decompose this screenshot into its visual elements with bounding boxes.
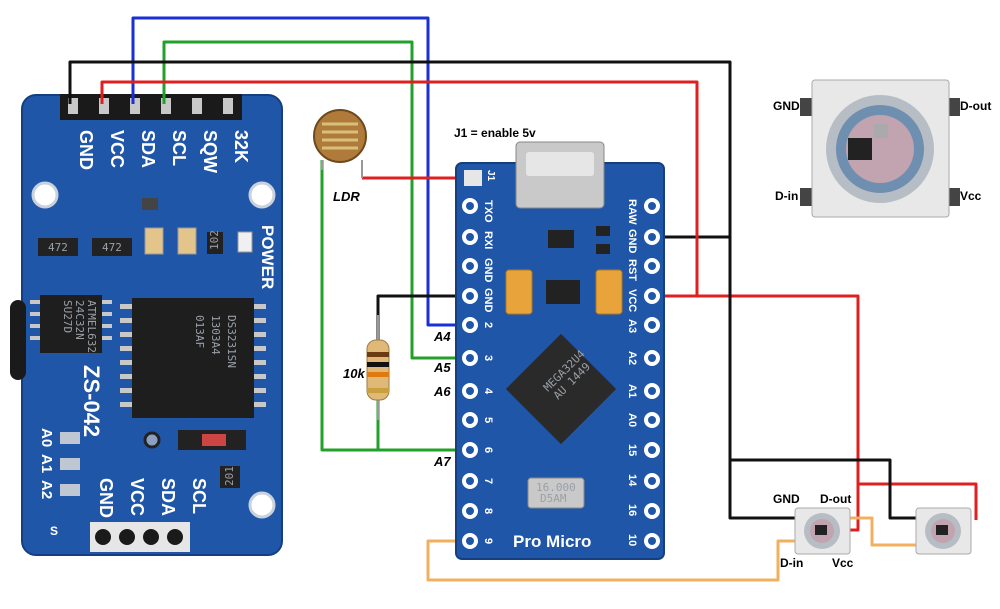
rtc-ds3231-chip: DS3231SN 1303A4 013AF bbox=[120, 298, 266, 418]
ds3231-line-3: 013AF bbox=[193, 315, 206, 348]
pm-left-pin-5: 5 bbox=[482, 417, 494, 423]
pm-left-pin-txo: TXO bbox=[482, 200, 494, 223]
label-a4: A4 bbox=[433, 329, 451, 344]
pm-left-pin-3: 3 bbox=[482, 355, 494, 361]
pro-micro-name: Pro Micro bbox=[513, 532, 591, 551]
ws-big-gnd: GND bbox=[773, 99, 800, 113]
pm-left-pin-9: 9 bbox=[482, 538, 494, 544]
pro-micro-crystal: 16.000 D5AM bbox=[527, 477, 585, 509]
wire-data-orange bbox=[426, 539, 795, 582]
rtc-resistor-code-1: 472 bbox=[48, 241, 68, 254]
rtc-pin-sqw: SQW bbox=[200, 130, 220, 173]
ds3231-line-1: DS3231SN bbox=[225, 315, 238, 368]
pro-micro-j1: J1 bbox=[485, 170, 496, 182]
eeprom-line-3: SU27D bbox=[61, 300, 74, 333]
wire-vcc-red-small bbox=[858, 482, 978, 520]
ws-small-gnd: GND bbox=[773, 492, 800, 506]
ws-big-vcc: Vcc bbox=[960, 189, 982, 203]
pm-right-pin-a2: A2 bbox=[626, 351, 638, 365]
rtc-resistor-code-3: 102 bbox=[208, 230, 221, 250]
wire-sda-blue bbox=[131, 16, 470, 327]
jumper-note: J1 = enable 5v bbox=[454, 126, 536, 140]
ws-small-dout: D-out bbox=[820, 492, 851, 506]
pm-right-pin-raw: RAW bbox=[626, 199, 638, 225]
rtc-bottom-pin-sda: SDA bbox=[158, 478, 178, 516]
pm-right-pin-15: 15 bbox=[626, 444, 638, 456]
rtc-pin-scl: SCL bbox=[169, 130, 189, 166]
rtc-resistor-code-2: 472 bbox=[102, 241, 122, 254]
rtc-pin-sda: SDA bbox=[138, 130, 158, 168]
pm-left-pin-4: 4 bbox=[482, 388, 494, 395]
pm-left-pin-2: 2 bbox=[482, 322, 494, 328]
rtc-bottom-pin-gnd: GND bbox=[96, 478, 116, 518]
pm-left-pin-8: 8 bbox=[482, 508, 494, 514]
eeprom-line-2: 24C32N bbox=[73, 300, 86, 340]
rtc-s-label: S bbox=[50, 524, 58, 538]
pm-right-pin-10: 10 bbox=[626, 534, 638, 546]
wire-ldr-a7 bbox=[320, 160, 470, 452]
label-a5: A5 bbox=[433, 360, 451, 375]
wire-gnd-black-top bbox=[68, 60, 732, 239]
wire-vcc-red-right bbox=[652, 294, 860, 532]
ws2812-led-2 bbox=[915, 507, 972, 555]
wire-gnd-black-small bbox=[730, 458, 916, 520]
ds3231-line-2: 1303A4 bbox=[209, 315, 222, 355]
ws2812-led-1 bbox=[794, 507, 851, 555]
ldr-sensor bbox=[313, 109, 367, 178]
ldr-label: LDR bbox=[333, 189, 360, 204]
pm-left-pin-6: 6 bbox=[482, 447, 494, 453]
rtc-pin-32k: 32K bbox=[231, 130, 251, 163]
label-a6: A6 bbox=[433, 384, 451, 399]
pm-right-pin-vcc: VCC bbox=[626, 289, 638, 312]
pm-left-pin-gnd1: GND bbox=[482, 258, 494, 283]
rtc-power-label: POWER bbox=[258, 225, 277, 289]
wire-data-orange-chain bbox=[850, 516, 916, 547]
resistor-10k bbox=[366, 315, 390, 420]
resistor-label: 10k bbox=[343, 366, 365, 381]
rtc-module-name: ZS-042 bbox=[79, 365, 104, 437]
pm-right-pin-14: 14 bbox=[626, 474, 638, 487]
ws-big-din: D-in bbox=[775, 189, 798, 203]
rtc-eeprom-chip: ATMEL632 24C32N SU27D bbox=[30, 295, 112, 353]
rtc-addr-a0: A0 bbox=[38, 428, 55, 447]
pro-micro-board: J1 TXO RXI GND GND 2 bbox=[455, 141, 665, 560]
pm-right-pin-rst: RST bbox=[626, 259, 638, 281]
pm-right-pin-a3: A3 bbox=[626, 319, 638, 333]
wires bbox=[68, 16, 978, 582]
pm-right-pin-a0: A0 bbox=[626, 413, 638, 427]
pm-right-pin-a1: A1 bbox=[626, 384, 638, 398]
rtc-addr-a1: A1 bbox=[38, 454, 55, 473]
pm-right-pin-16: 16 bbox=[626, 504, 638, 516]
pm-right-pin-gnd: GND bbox=[626, 229, 638, 254]
crystal-line-2: D5AM bbox=[540, 492, 567, 505]
pro-micro-mcu: MEGA32U4 AU 1449 bbox=[505, 333, 617, 445]
wire-gnd-black-right bbox=[728, 237, 795, 520]
rtc-addr-a2: A2 bbox=[38, 480, 55, 499]
ws-big-dout: D-out bbox=[960, 99, 991, 113]
rtc-bottom-pin-vcc: VCC bbox=[127, 478, 147, 516]
eeprom-line-1: ATMEL632 bbox=[85, 300, 98, 353]
pm-left-pin-7: 7 bbox=[482, 478, 494, 484]
rtc-pin-vcc: VCC bbox=[107, 130, 127, 168]
label-a7: A7 bbox=[433, 454, 451, 469]
rtc-module: GND VCC SDA SCL SQW 32K 472 472 102 POWE… bbox=[10, 94, 283, 556]
crystal-line-1: 16.000 bbox=[536, 481, 576, 494]
rtc-resistor-code-4: 201 bbox=[223, 466, 236, 486]
rtc-bottom-pin-scl: SCL bbox=[189, 478, 209, 514]
rtc-pin-gnd: GND bbox=[76, 130, 96, 170]
ws-small-din: D-in bbox=[780, 556, 803, 570]
ws-small-vcc: Vcc bbox=[832, 556, 854, 570]
pm-left-pin-gnd2: GND bbox=[482, 288, 494, 313]
ws2812-detail bbox=[800, 79, 960, 218]
pm-left-pin-rxi: RXI bbox=[482, 231, 494, 249]
